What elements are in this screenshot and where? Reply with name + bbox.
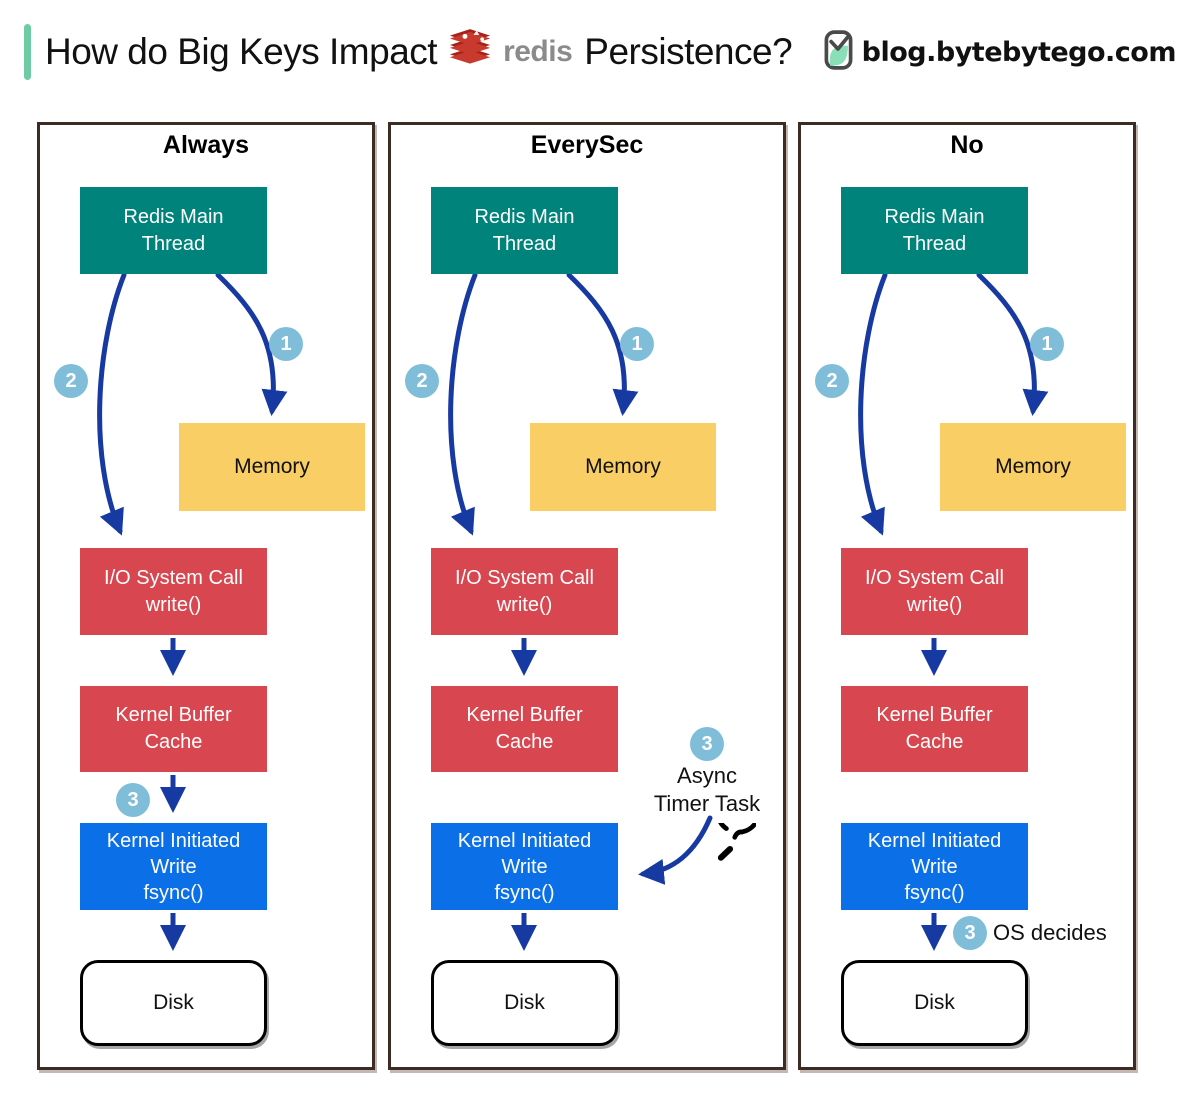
step-badge-3: 3 [953, 916, 987, 950]
header: How do Big Keys Impact redis Persistence… [24, 20, 1177, 84]
async-label: Async [677, 763, 737, 788]
accent-bar [24, 24, 31, 80]
os-decides-label: OS decides [993, 920, 1107, 945]
node-redis-main-thread: Redis Main Thread [431, 187, 618, 274]
node-kernel-initiated-write: Kernel Initiated Write fsync() [841, 823, 1028, 910]
node-kernel-buffer-cache: Kernel Buffer Cache [841, 686, 1028, 772]
node-redis-main-thread: Redis Main Thread [80, 187, 267, 274]
title-part2: Persistence? [584, 31, 793, 72]
panel-title: EverySec [530, 131, 644, 159]
brand: blog.bytebytego.com [824, 29, 1177, 75]
step-badge-1: 1 [269, 327, 303, 361]
step-badge-1: 1 [1030, 327, 1064, 361]
step-badge-2: 2 [405, 364, 439, 398]
node-io-system-call: I/O System Call write() [841, 548, 1028, 635]
node-memory: Memory [179, 423, 365, 511]
step-badge-3: 3 [116, 783, 150, 817]
step-badge-1: 1 [620, 327, 654, 361]
step-badge-2: 2 [815, 364, 849, 398]
panel-title: Always [162, 131, 250, 159]
redis-logo-icon [447, 28, 493, 76]
node-kernel-initiated-write: Kernel Initiated Write fsync() [431, 823, 618, 910]
node-memory: Memory [940, 423, 1126, 511]
bytebytego-logo-icon [824, 29, 853, 75]
timer-icon [704, 788, 762, 880]
panel-always: Always Redis Main Thread Memory I/O Syst… [37, 122, 375, 1070]
node-io-system-call: I/O System Call write() [80, 548, 267, 635]
node-kernel-initiated-write: Kernel Initiated Write fsync() [80, 823, 267, 910]
panel-everysec: EverySec Redis Main Thread Memory I/O Sy… [388, 122, 786, 1070]
node-memory: Memory [530, 423, 716, 511]
step-badge-3: 3 [690, 727, 724, 761]
panel-title: No [950, 131, 984, 159]
node-disk: Disk [431, 960, 618, 1046]
node-kernel-buffer-cache: Kernel Buffer Cache [80, 686, 267, 772]
page-title: How do Big Keys Impact redis Persistence… [45, 28, 793, 76]
title-part1: How do Big Keys Impact [45, 31, 438, 72]
node-io-system-call: I/O System Call write() [431, 548, 618, 635]
node-kernel-buffer-cache: Kernel Buffer Cache [431, 686, 618, 772]
panel-no: No Redis Main Thread Memory I/O System C… [798, 122, 1136, 1070]
step-badge-2: 2 [54, 364, 88, 398]
node-redis-main-thread: Redis Main Thread [841, 187, 1028, 274]
redis-wordmark: redis [503, 35, 573, 68]
site-url: blog.bytebytego.com [861, 36, 1177, 68]
node-disk: Disk [80, 960, 267, 1046]
node-disk: Disk [841, 960, 1028, 1046]
timer-task-label: Timer Task [653, 791, 761, 816]
